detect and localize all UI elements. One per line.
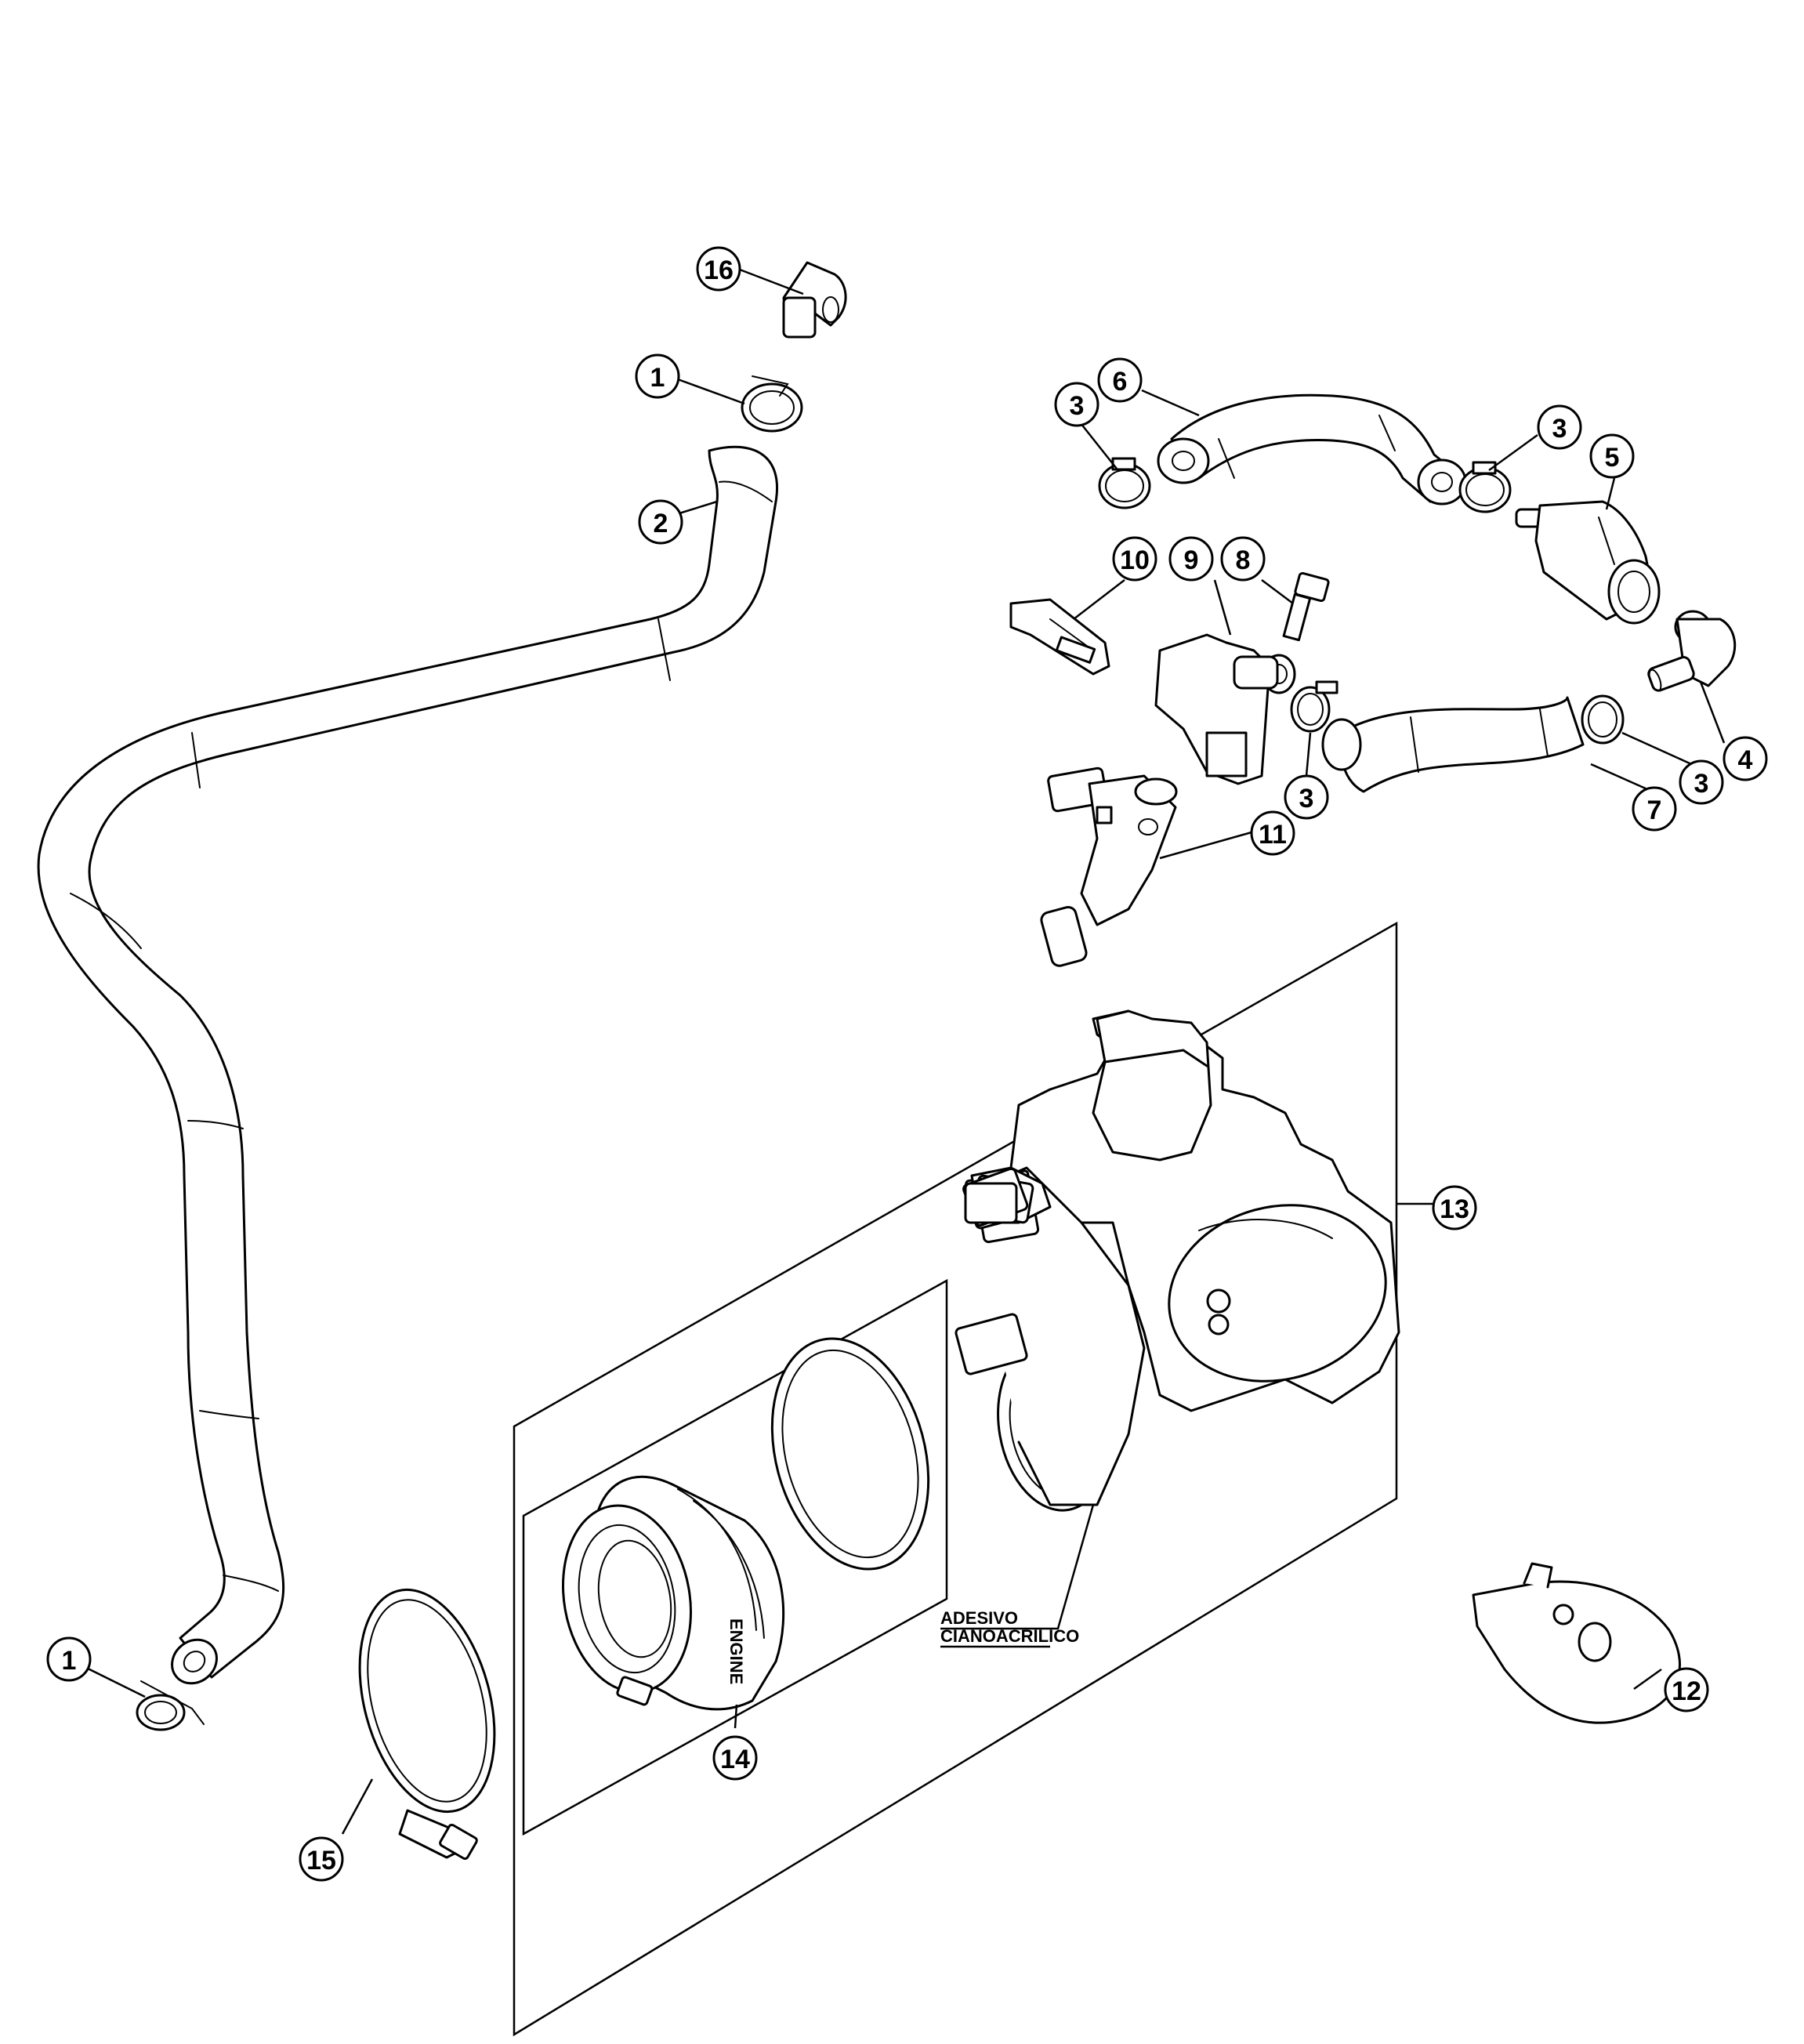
upper-hose-part bbox=[1157, 393, 1467, 506]
svg-text:4: 4 bbox=[1738, 745, 1753, 775]
svg-text:10: 10 bbox=[1120, 545, 1150, 575]
elbow-fitting-part bbox=[782, 261, 847, 339]
spring-clamp-bottom-part bbox=[136, 1680, 205, 1731]
callout-14: 14 bbox=[712, 1735, 758, 1781]
intake-coupling-part: ENGINE bbox=[562, 1337, 930, 1711]
spring-clamp-top-part bbox=[741, 375, 803, 433]
svg-text:1: 1 bbox=[62, 1646, 77, 1676]
note-line-1: ADESIVO bbox=[940, 1608, 1018, 1628]
callout-6: 6 bbox=[1097, 357, 1143, 403]
svg-text:8: 8 bbox=[1236, 545, 1251, 575]
callout-13: 13 bbox=[1432, 1185, 1477, 1230]
svg-text:3: 3 bbox=[1694, 769, 1709, 799]
callout-15: 15 bbox=[299, 1836, 344, 1882]
callout-1-bottom: 1 bbox=[46, 1636, 92, 1682]
injector-part bbox=[1040, 766, 1178, 967]
gasket-plate-part bbox=[1472, 1562, 1681, 1724]
small-clamp-3-part bbox=[1290, 680, 1339, 733]
svg-text:13: 13 bbox=[1440, 1194, 1469, 1224]
callout-8: 8 bbox=[1220, 536, 1266, 582]
svg-text:3: 3 bbox=[1299, 784, 1314, 814]
bracket-part bbox=[1009, 598, 1110, 676]
callout-4: 4 bbox=[1722, 736, 1768, 781]
callout-3-upper-right: 3 bbox=[1537, 404, 1582, 450]
callout-7: 7 bbox=[1632, 786, 1677, 832]
callout-3-upper-left: 3 bbox=[1054, 382, 1099, 427]
svg-text:6: 6 bbox=[1113, 367, 1128, 397]
svg-text:9: 9 bbox=[1184, 545, 1199, 575]
callout-3-lower-left: 3 bbox=[1284, 774, 1329, 820]
callout-16: 16 bbox=[696, 246, 741, 292]
throttle-body-part bbox=[955, 1009, 1400, 1512]
elbow-connector-part bbox=[1647, 610, 1737, 692]
small-clamp-4-part bbox=[1581, 694, 1625, 745]
callout-2: 2 bbox=[638, 499, 683, 545]
callout-10: 10 bbox=[1112, 536, 1157, 582]
svg-text:16: 16 bbox=[704, 256, 734, 285]
svg-text:1: 1 bbox=[650, 363, 665, 393]
screw-part bbox=[1282, 571, 1330, 642]
svg-text:3: 3 bbox=[1552, 414, 1567, 444]
callout-11: 11 bbox=[1250, 810, 1295, 856]
callout-9: 9 bbox=[1168, 536, 1214, 582]
svg-text:11: 11 bbox=[1259, 820, 1287, 850]
engine-embossed-text: ENGINE bbox=[726, 1618, 746, 1684]
small-clamp-2-part bbox=[1458, 461, 1512, 513]
svg-text:15: 15 bbox=[306, 1846, 336, 1875]
sensor-part bbox=[1154, 633, 1296, 785]
hose-clamp-part bbox=[358, 1588, 496, 1861]
callout-5: 5 bbox=[1589, 433, 1635, 479]
svg-text:2: 2 bbox=[654, 509, 668, 538]
svg-text:12: 12 bbox=[1672, 1676, 1701, 1706]
lower-hose-part bbox=[1321, 696, 1585, 793]
svg-text:3: 3 bbox=[1070, 391, 1085, 421]
callout-3-lower-right: 3 bbox=[1679, 759, 1724, 805]
assembly-14-frame bbox=[522, 1278, 948, 1836]
leader-lines bbox=[68, 268, 1726, 1835]
callout-1-top: 1 bbox=[635, 353, 680, 399]
svg-text:14: 14 bbox=[720, 1745, 750, 1774]
long-hose-part bbox=[37, 445, 778, 1685]
small-clamp-1-part bbox=[1098, 457, 1151, 509]
adhesive-note: ADESIVO CIANOACRILICO bbox=[940, 1504, 1095, 1648]
svg-text:5: 5 bbox=[1605, 443, 1620, 473]
callout-12: 12 bbox=[1664, 1667, 1709, 1712]
svg-text:7: 7 bbox=[1647, 795, 1662, 825]
check-valve-part bbox=[1515, 500, 1661, 625]
